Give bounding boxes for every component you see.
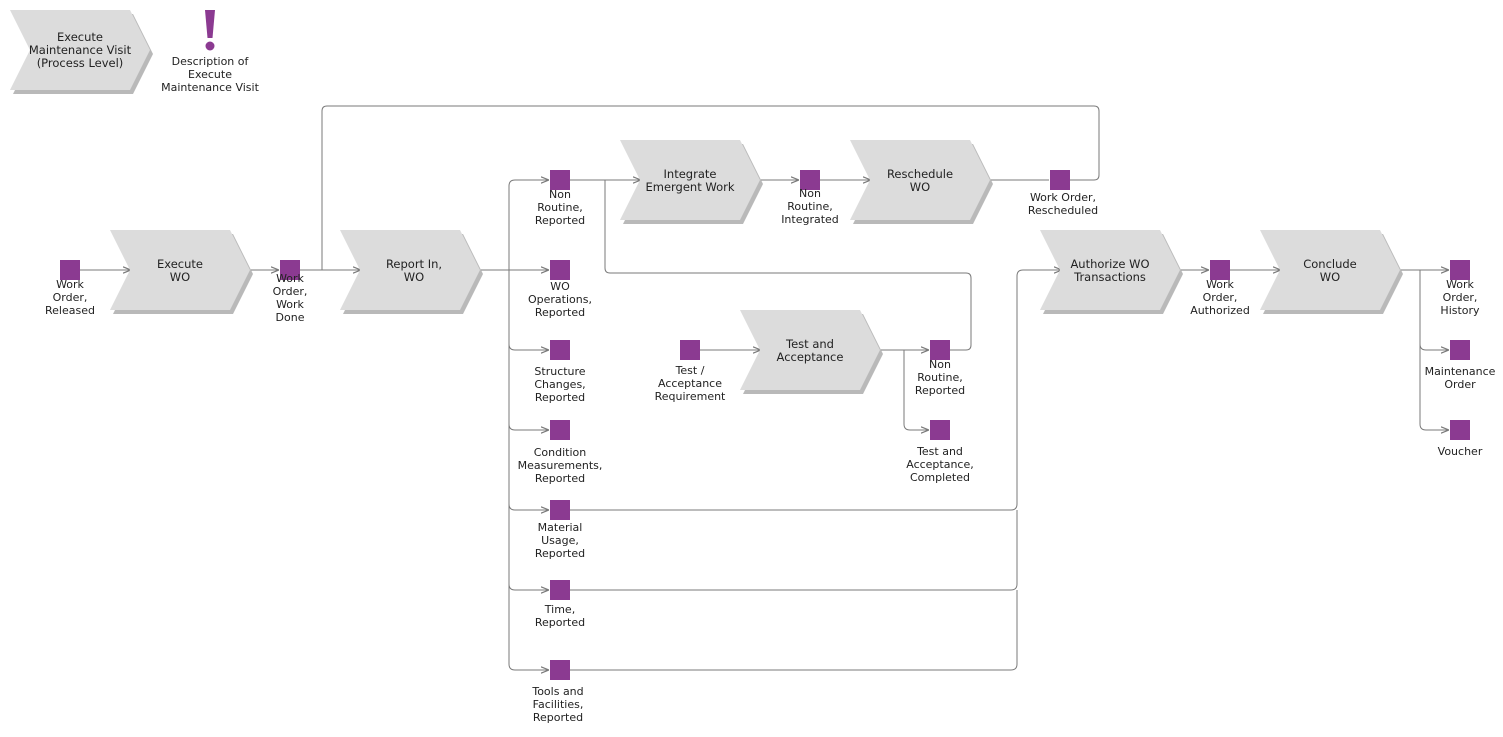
connector-conclude-to-maintenance (1419, 343, 1449, 350)
connector-tools-to-authorize (570, 590, 1018, 671)
connector-to-nonroutine-1 (508, 180, 549, 187)
connector-test-to-completed (903, 350, 929, 430)
process-test-and-acceptance[interactable]: Test and Acceptance (776, 337, 844, 364)
event-time-reported-square (550, 580, 570, 600)
event-material-usage-square (550, 500, 570, 520)
connector-to-time (508, 583, 549, 590)
event-condition-measurements-label: Condition Measurements, Reported (517, 446, 603, 485)
event-wo-work-done-square (280, 260, 300, 280)
event-material-usage-label: Material Usage, Reported (534, 521, 586, 560)
process-integrate-emergent-work[interactable]: Integrate Emergent Work (645, 167, 735, 194)
event-wo-rescheduled-label: Work Order, Rescheduled (1027, 191, 1099, 217)
process-conclude-shape (1260, 230, 1403, 314)
event-wo-authorized-square (1210, 260, 1230, 280)
event-non-routine-integrated-label: Non Routine, Integrated (781, 187, 839, 226)
process-reschedule-shape (850, 140, 993, 224)
event-wo-rescheduled-square (1050, 170, 1070, 190)
event-maintenance-order-square (1450, 340, 1470, 360)
event-structure-changes-label: Structure Changes, Reported (534, 365, 586, 404)
connector-lines (80, 105, 1449, 671)
event-wo-released-square (60, 260, 80, 280)
event-wo-authorized-label: Work Order, Authorized (1190, 278, 1250, 317)
event-non-routine-integrated-square (800, 170, 820, 190)
event-wo-operations-label: WO Operations, Reported (528, 280, 592, 319)
process-report-in[interactable]: Report In, WO (385, 257, 443, 284)
connector-conclude-to-voucher (1419, 270, 1449, 430)
event-voucher-square (1450, 420, 1470, 440)
legend-process-label: Execute Maintenance Visit (Process Level… (28, 30, 132, 70)
event-condition-measurements-square (550, 420, 570, 440)
legend-description-label: Description of Execute Maintenance Visit (161, 55, 259, 94)
connector-time-to-authorize (570, 510, 1018, 591)
event-non-routine-reported-2-square (930, 340, 950, 360)
event-voucher-label: Voucher (1437, 445, 1483, 458)
event-wo-released-label: Work Order, Released (45, 278, 95, 317)
event-non-routine-reported-1-square (550, 170, 570, 190)
process-authorize-wo-transactions[interactable]: Authorize WO Transactions (1070, 257, 1150, 284)
process-reschedule-wo[interactable]: Reschedule WO (886, 167, 954, 194)
connector-to-material (508, 503, 549, 510)
event-non-routine-reported-2-label: Non Routine, Reported (914, 358, 966, 397)
connector-nonroutine2-to-integrate (604, 180, 972, 351)
event-test-requirement-label: Test / Acceptance Requirement (654, 364, 726, 403)
connector-reschedule-loop (321, 105, 1100, 270)
connector-to-structure (508, 343, 549, 350)
event-tools-facilities-label: Tools and Facilities, Reported (532, 685, 584, 724)
connector-to-condition (508, 423, 549, 430)
connector-to-tools (508, 186, 549, 670)
event-maintenance-order-label: Maintenance Order (1424, 365, 1496, 391)
legend-process-shape (10, 10, 153, 94)
process-test-shape (740, 310, 883, 394)
event-time-reported-label: Time, Reported (534, 603, 586, 629)
event-structure-changes-square (550, 340, 570, 360)
event-tools-facilities-square (550, 660, 570, 680)
event-wo-history-label: Work Order, History (1440, 278, 1480, 317)
connector-material-to-authorize (570, 270, 1062, 511)
description-exclamation-icon (205, 10, 215, 51)
event-squares (60, 170, 1470, 680)
process-execute-wo-shape (110, 230, 253, 314)
process-execute-wo[interactable]: Execute WO (157, 257, 203, 284)
process-integrate-shape (620, 140, 763, 224)
process-report-in-shape (340, 230, 483, 314)
process-shapes (10, 10, 1403, 394)
process-conclude-wo[interactable]: Conclude WO (1303, 257, 1357, 284)
event-test-completed-label: Test and Acceptance, Completed (906, 445, 974, 484)
event-wo-history-square (1450, 260, 1470, 280)
event-test-requirement-square (680, 340, 700, 360)
event-wo-work-done-label: Work Order, Work Done (272, 272, 308, 324)
process-authorize-shape (1040, 230, 1183, 314)
event-non-routine-reported-1-label: Non Routine, Reported (534, 188, 586, 227)
event-test-completed-square (930, 420, 950, 440)
event-wo-operations-square (550, 260, 570, 280)
